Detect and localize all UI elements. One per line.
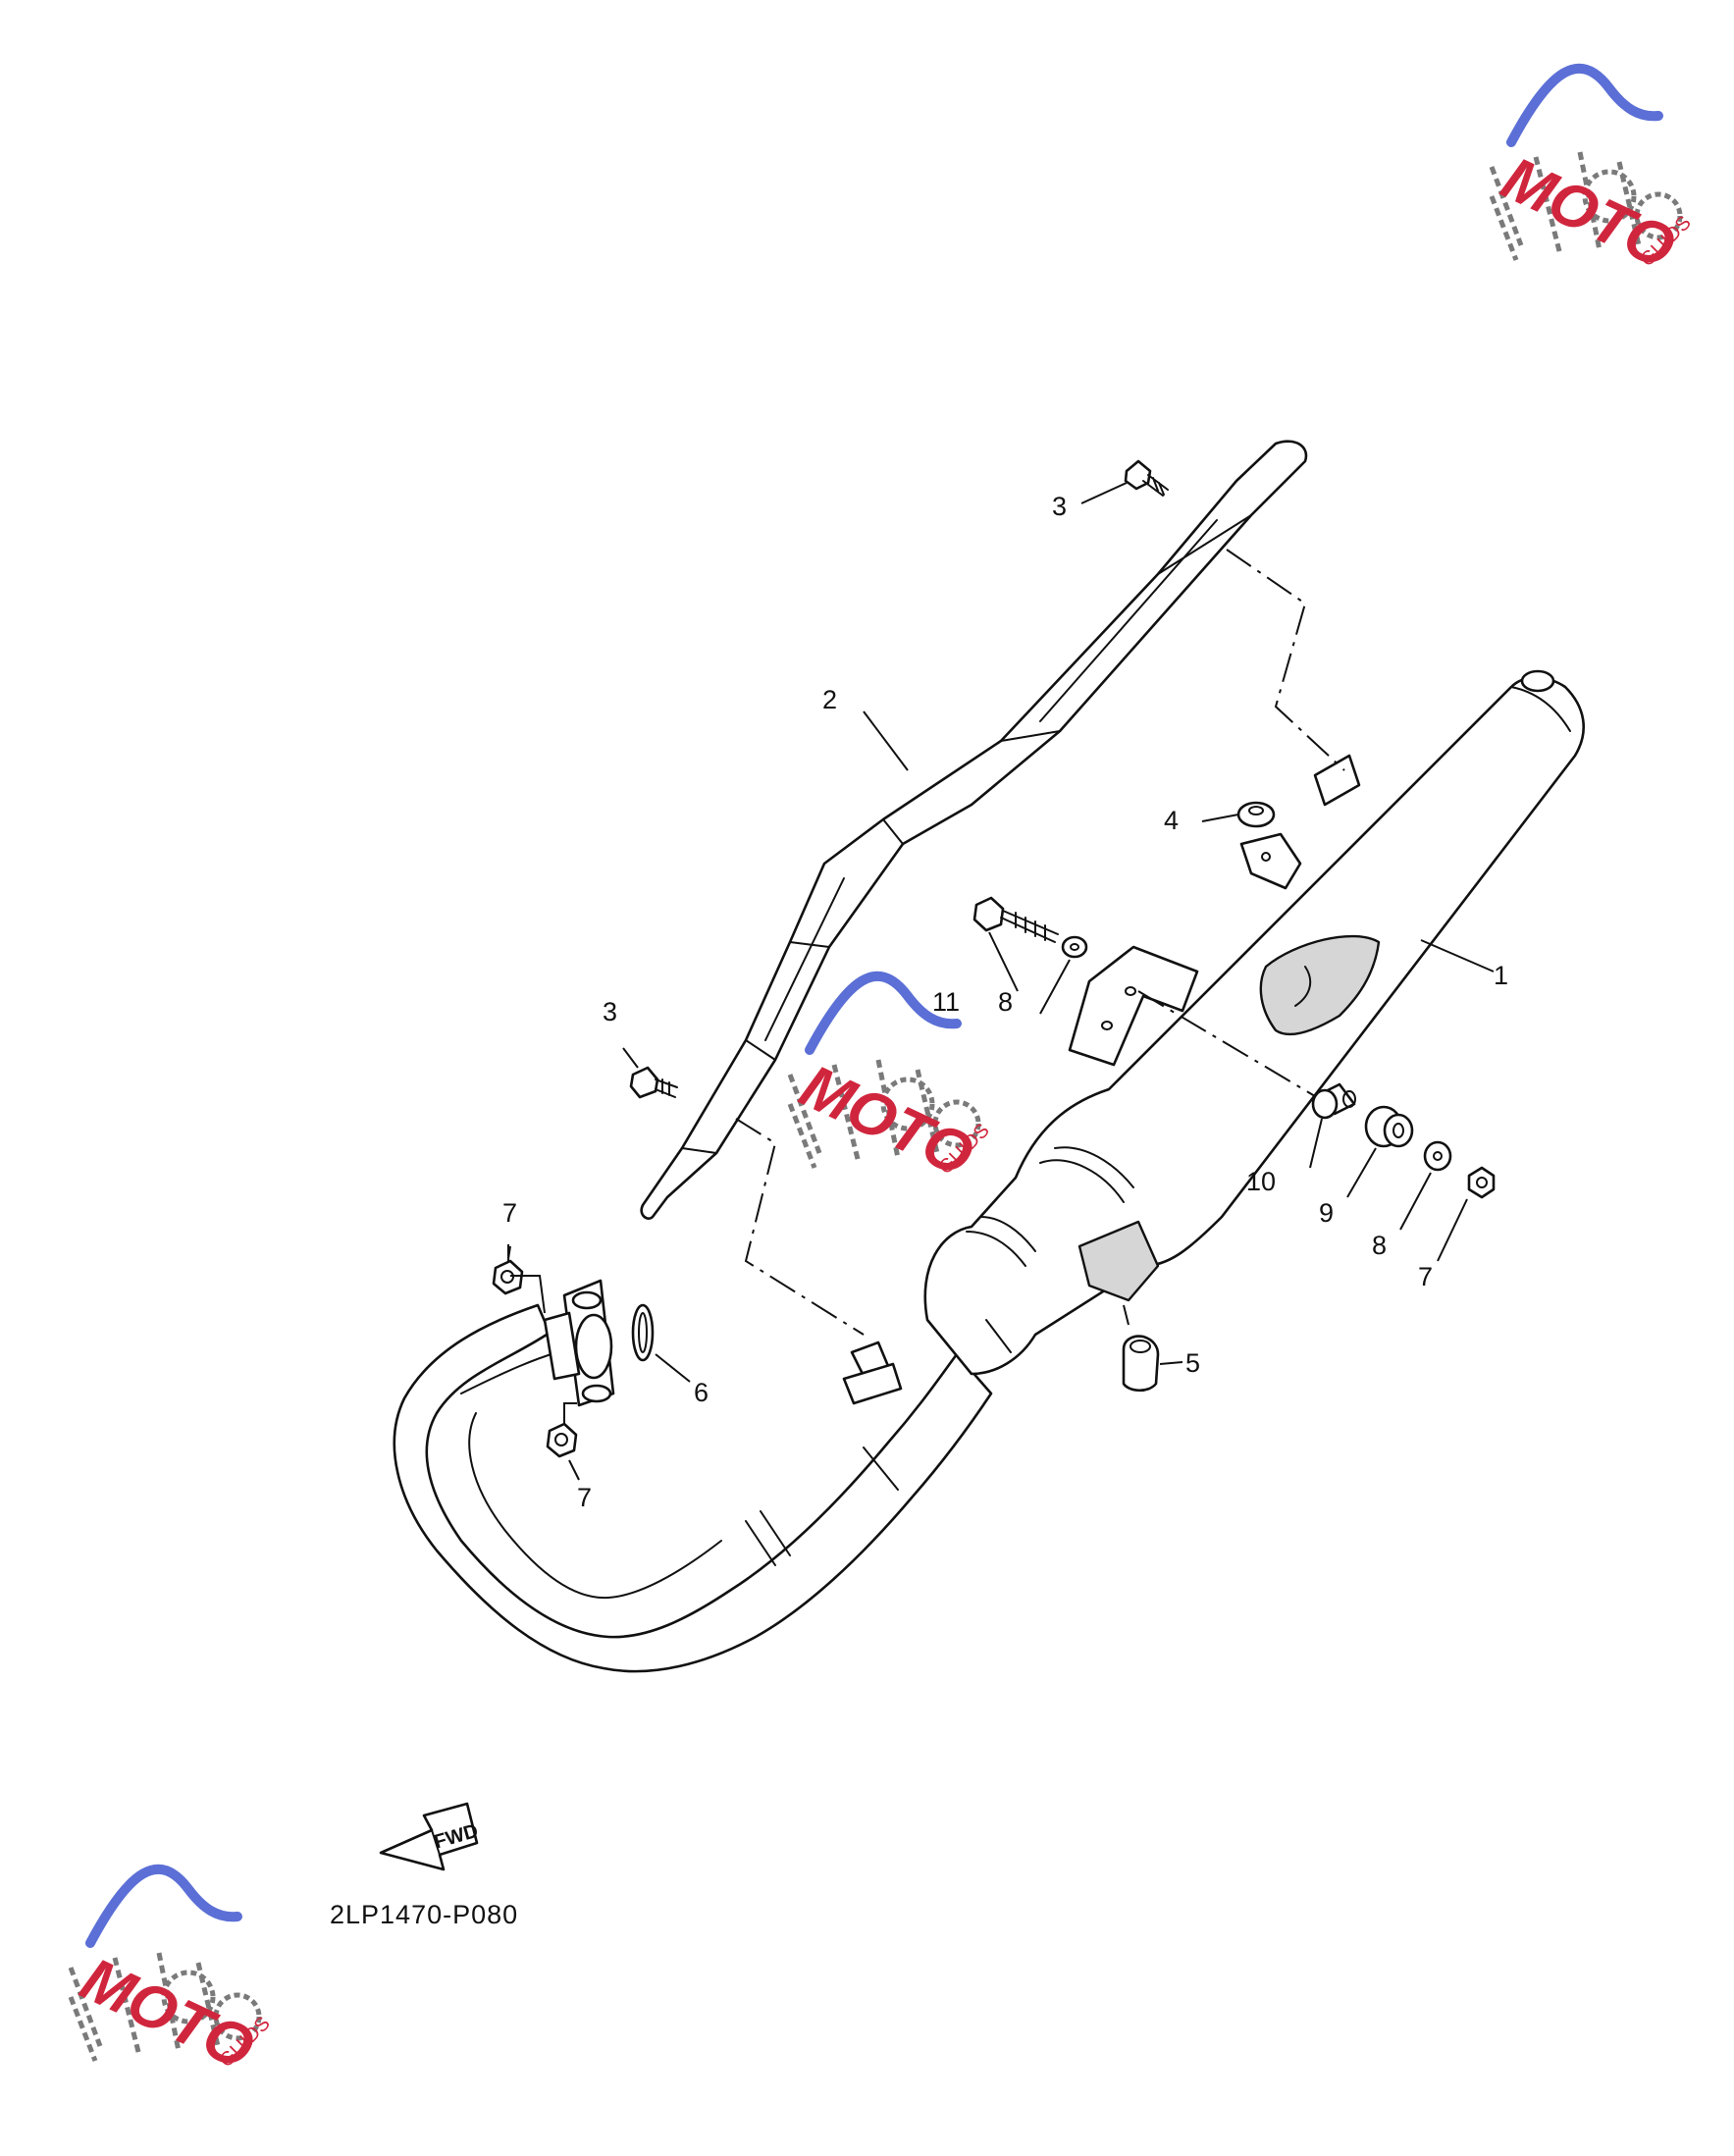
pipe-hanger-clip — [842, 1341, 903, 1405]
assembly-line-upper — [1226, 549, 1345, 771]
exhaust-flange — [543, 1279, 615, 1407]
callout-8-upper: 8 — [998, 987, 1013, 1017]
damper-9 — [1364, 1105, 1414, 1148]
muffler-lower-bracket — [1077, 1220, 1160, 1302]
bolt-3-lower — [629, 1066, 678, 1099]
nut-7-right — [1467, 1166, 1496, 1199]
washer-8-lower — [1423, 1140, 1452, 1172]
collar-10 — [1311, 1082, 1356, 1120]
callout-7-right: 7 — [1418, 1262, 1433, 1291]
watermark-logo-center: MOTO GUIDS — [790, 976, 994, 1190]
callout-11: 11 — [932, 987, 960, 1017]
callout-2: 2 — [822, 685, 837, 714]
callout-8-lower: 8 — [1372, 1231, 1387, 1260]
muffler-mount-bracket — [1068, 945, 1199, 1067]
nut-7-lower — [546, 1422, 578, 1458]
callout-7-lower: 7 — [577, 1483, 592, 1512]
muffler-heat-shield-plate — [1259, 934, 1381, 1036]
assembly-line-bolt — [1137, 990, 1321, 1100]
callout-6: 6 — [694, 1378, 709, 1407]
callout-3-lower: 3 — [603, 997, 617, 1026]
watermark-logo-top: MOTO GUIDS — [1492, 69, 1696, 283]
damper-5 — [1122, 1335, 1160, 1393]
watermark-logo-bottom: MOTO GUIDS — [71, 1869, 275, 2083]
callout-7-upper: 7 — [502, 1198, 517, 1228]
muffler-body — [923, 669, 1586, 1376]
exhaust-pipe — [393, 1303, 993, 1673]
drawing-code: 2LP1470-P080 — [330, 1900, 518, 1929]
bolt-3-upper — [1124, 459, 1169, 497]
callout-10: 10 — [1246, 1167, 1276, 1196]
callout-9: 9 — [1319, 1198, 1334, 1228]
callout-1: 1 — [1494, 961, 1508, 990]
heat-protector — [640, 440, 1308, 1220]
muffler-upper-bracket — [1239, 754, 1361, 890]
nut-7-upper — [492, 1259, 524, 1295]
assembly-line-lower — [735, 1118, 865, 1336]
gasket-6 — [631, 1303, 655, 1362]
callout-5: 5 — [1185, 1348, 1200, 1378]
assembly-line-damper — [1123, 1304, 1130, 1326]
callout-3-upper: 3 — [1052, 492, 1067, 521]
callout-4: 4 — [1164, 806, 1179, 835]
grommet-4 — [1236, 801, 1276, 828]
washer-8-upper — [1061, 935, 1088, 959]
fwd-arrow-icon: FWD — [379, 1802, 481, 1871]
bolt-11 — [972, 896, 1059, 943]
